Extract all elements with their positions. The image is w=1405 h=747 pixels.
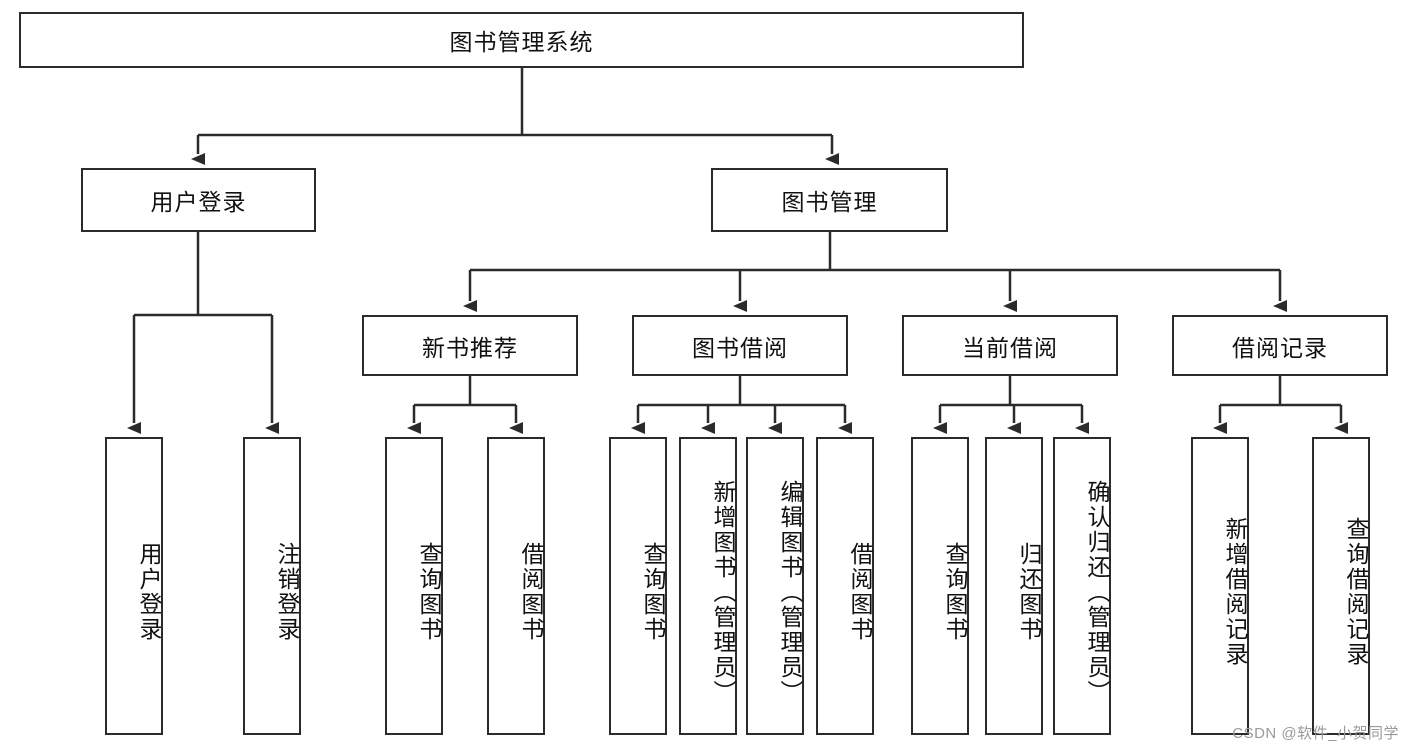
leaf-add-book-admin[interactable]: 新增图书（管理员） <box>679 437 737 735</box>
node-new-book-recommend[interactable]: 新书推荐 <box>362 315 578 376</box>
leaf-edit-book-admin[interactable]: 编辑图书（管理员） <box>746 437 804 735</box>
leaf-borrow-book-recommend[interactable]: 借阅图书 <box>487 437 545 735</box>
node-book-borrow[interactable]: 图书借阅 <box>632 315 848 376</box>
leaf-user-login[interactable]: 用户登录 <box>105 437 163 735</box>
leaf-return-book[interactable]: 归还图书 <box>985 437 1043 735</box>
leaf-query-book-current[interactable]: 查询图书 <box>911 437 969 735</box>
node-borrow-record[interactable]: 借阅记录 <box>1172 315 1388 376</box>
leaf-query-book-borrow[interactable]: 查询图书 <box>609 437 667 735</box>
leaf-query-borrow-record[interactable]: 查询借阅记录 <box>1312 437 1370 735</box>
node-user-login[interactable]: 用户登录 <box>81 168 316 232</box>
node-book-management[interactable]: 图书管理 <box>711 168 948 232</box>
leaf-add-borrow-record[interactable]: 新增借阅记录 <box>1191 437 1249 735</box>
node-root-system[interactable]: 图书管理系统 <box>19 12 1024 68</box>
leaf-confirm-return-admin[interactable]: 确认归还（管理员） <box>1053 437 1111 735</box>
leaf-logout[interactable]: 注销登录 <box>243 437 301 735</box>
leaf-query-book-recommend[interactable]: 查询图书 <box>385 437 443 735</box>
node-current-borrow[interactable]: 当前借阅 <box>902 315 1118 376</box>
leaf-borrow-book[interactable]: 借阅图书 <box>816 437 874 735</box>
